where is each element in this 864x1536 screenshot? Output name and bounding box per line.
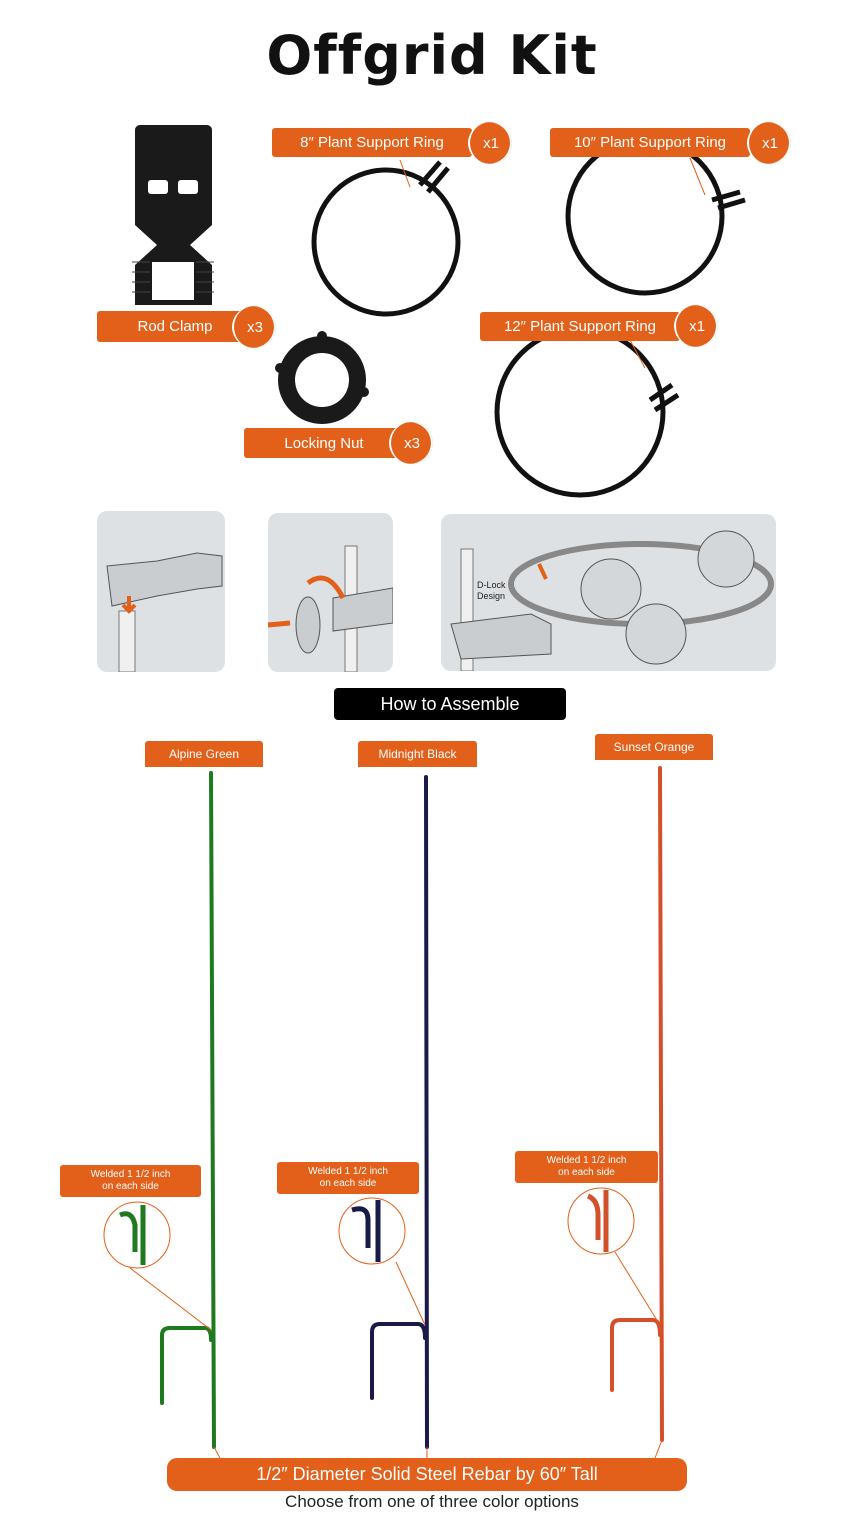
color-label-midnight-black: Midnight Black bbox=[358, 741, 477, 767]
how-to-assemble-label: How to Assemble bbox=[334, 688, 566, 720]
ring-12-image bbox=[494, 326, 666, 498]
locking-nut-image bbox=[275, 331, 369, 424]
color-label-alpine-green: Alpine Green bbox=[145, 741, 263, 767]
ring-12-label: 12″ Plant Support Ring bbox=[480, 312, 680, 341]
weld-note-line2: on each side bbox=[319, 1178, 377, 1189]
locking-nut-label: Locking Nut bbox=[244, 428, 404, 458]
locking-nut-qty-badge: x3 bbox=[389, 422, 433, 464]
rod-sunset-orange bbox=[610, 766, 664, 1442]
ring-8-label: 8″ Plant Support Ring bbox=[272, 128, 472, 157]
color-label-sunset-orange: Sunset Orange bbox=[595, 734, 713, 760]
weld-note-line2: on each side bbox=[558, 1167, 615, 1178]
rod-clamp-image bbox=[132, 125, 214, 305]
assembly-step-2 bbox=[268, 513, 393, 672]
d-lock-callout: D-Lock Design bbox=[477, 580, 506, 601]
rod-alpine-green bbox=[160, 771, 216, 1449]
rod-midnight-black bbox=[370, 775, 429, 1449]
ring-10-qty-badge: x1 bbox=[747, 122, 791, 164]
assembly-step-1 bbox=[97, 511, 225, 672]
rebar-spec-banner: 1/2″ Diameter Solid Steel Rebar by 60″ T… bbox=[167, 1458, 687, 1491]
page-title: Offgrid Kit bbox=[266, 24, 598, 87]
assembly-step-3: D-Lock Design bbox=[441, 514, 776, 671]
ring-10-image bbox=[565, 136, 725, 296]
ring-8-image bbox=[311, 167, 461, 317]
ring-10-label: 10″ Plant Support Ring bbox=[550, 128, 750, 157]
ring-12-qty-badge: x1 bbox=[674, 305, 718, 347]
weld-note-line1: Welded 1 1/2 inch bbox=[308, 1166, 388, 1177]
weld-note-line1: Welded 1 1/2 inch bbox=[546, 1155, 627, 1166]
rod-clamp-label: Rod Clamp bbox=[97, 311, 253, 342]
ring-8-qty-badge: x1 bbox=[468, 122, 512, 164]
rod-clamp-qty-badge: x3 bbox=[232, 306, 276, 348]
color-options-subtitle: Choose from one of three color options bbox=[285, 1492, 579, 1511]
weld-note-line1: Welded 1 1/2 inch bbox=[90, 1169, 171, 1180]
weld-note-line2: on each side bbox=[102, 1181, 159, 1192]
